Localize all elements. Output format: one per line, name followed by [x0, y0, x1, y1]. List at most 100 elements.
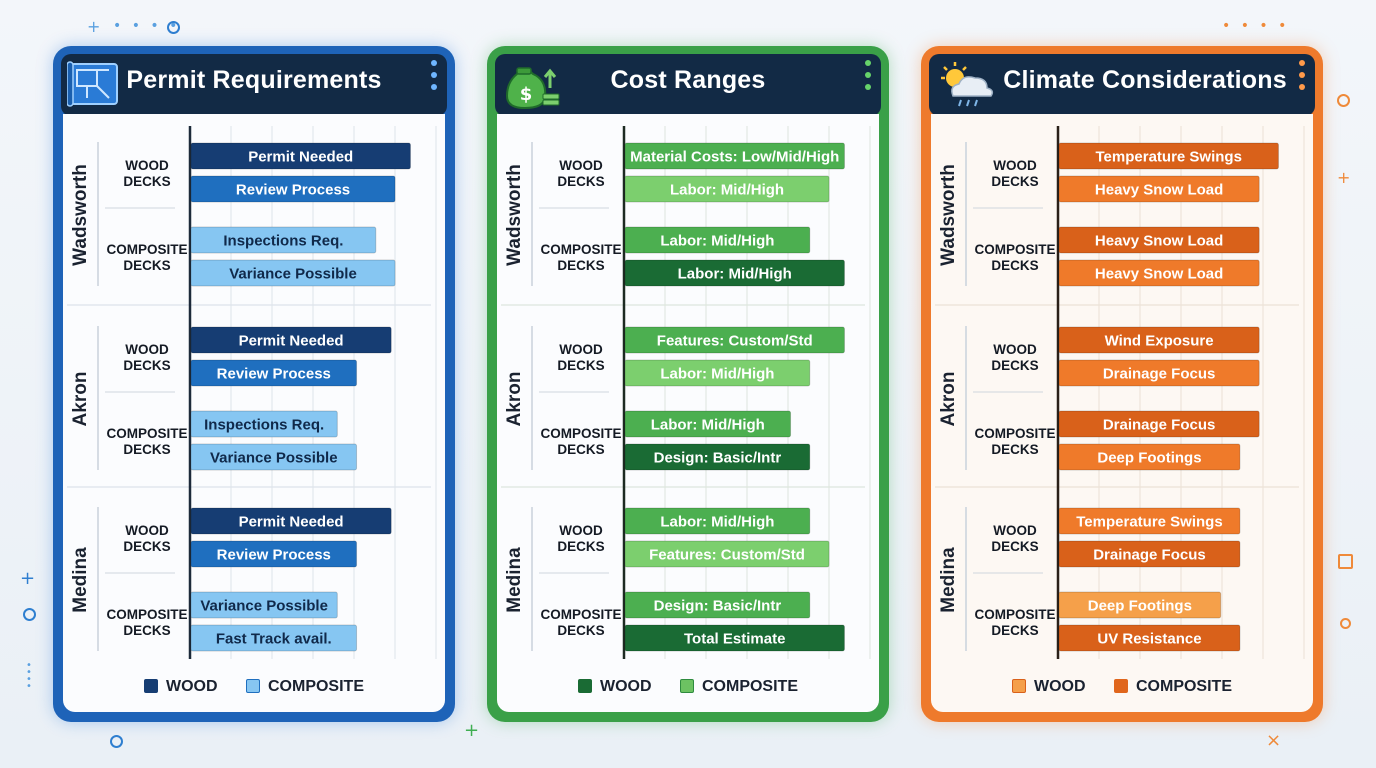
bar[interactable] — [624, 259, 845, 287]
legend-item-composite: COMPOSITE — [679, 678, 798, 696]
bar[interactable] — [624, 226, 811, 254]
bar[interactable] — [190, 624, 358, 652]
panel-menu-dots-icon[interactable] — [431, 60, 439, 96]
bar[interactable] — [1058, 326, 1260, 354]
bar[interactable] — [1058, 259, 1260, 287]
bar-label: Heavy Snow Load — [1095, 266, 1223, 283]
decor-circle-icon — [167, 21, 180, 34]
bar[interactable] — [1058, 359, 1260, 387]
bar-label: Permit Needed — [239, 514, 344, 531]
panel-header: Climate Considerations — [921, 46, 1323, 126]
bar[interactable] — [190, 507, 392, 535]
legend-label: WOOD — [165, 678, 218, 695]
bar[interactable] — [190, 326, 392, 354]
subgroup-label: DECKS — [557, 174, 604, 189]
bar[interactable] — [624, 359, 811, 387]
bar[interactable] — [190, 359, 358, 387]
bar-label: Labor: Mid/High — [660, 366, 774, 383]
bar[interactable] — [1058, 142, 1279, 170]
bar[interactable] — [190, 259, 396, 287]
panel-menu-dots-icon[interactable] — [865, 60, 873, 96]
legend-label: WOOD — [599, 678, 652, 695]
bar[interactable] — [190, 175, 396, 203]
subgroup-label: WOOD — [125, 158, 169, 173]
chart-legend: WOOD COMPOSITE — [921, 678, 1323, 696]
subgroup-label: DECKS — [991, 623, 1038, 638]
subgroup-label: WOOD — [125, 342, 169, 357]
decor-circle-icon — [110, 735, 123, 748]
bar[interactable] — [624, 175, 830, 203]
bar[interactable] — [624, 410, 792, 438]
subgroup-label: DECKS — [557, 539, 604, 554]
group-label: Akron — [70, 372, 91, 427]
bar-label: Variance Possible — [200, 598, 328, 615]
legend-swatch-wood — [143, 679, 158, 693]
bar-label: Labor: Mid/High — [651, 417, 765, 434]
bar[interactable] — [190, 591, 338, 619]
subgroup-label: DECKS — [123, 623, 170, 638]
bar-label: Deep Footings — [1088, 598, 1192, 615]
legend-item-wood: WOOD — [577, 678, 652, 696]
panel-menu-dots-icon[interactable] — [1299, 60, 1307, 96]
bar-label: Material Costs: Low/Mid/High — [630, 149, 839, 166]
subgroup-label: DECKS — [557, 258, 604, 273]
bar-label: Heavy Snow Load — [1095, 182, 1223, 199]
bar[interactable] — [1058, 591, 1222, 619]
bar[interactable] — [624, 624, 845, 652]
bar[interactable] — [1058, 410, 1260, 438]
bar-label: Features: Custom/Std — [657, 333, 813, 350]
bar[interactable] — [624, 540, 830, 568]
group-label: Akron — [504, 372, 525, 427]
decor-plus-icon: + — [464, 720, 480, 741]
legend-item-wood: WOOD — [143, 678, 218, 696]
group-label: Wadsworth — [70, 164, 91, 266]
subgroup-label: WOOD — [559, 158, 603, 173]
bar[interactable] — [624, 507, 811, 535]
bar[interactable] — [624, 591, 811, 619]
bar-label: Inspections Req. — [204, 417, 324, 434]
bar[interactable] — [1058, 175, 1260, 203]
legend-swatch-composite — [245, 679, 260, 693]
legend-swatch-composite — [1113, 679, 1128, 693]
decor-circle-icon — [1337, 94, 1350, 107]
bar[interactable] — [1058, 443, 1241, 471]
subgroup-label: COMPOSITE — [540, 426, 621, 441]
legend-item-composite: COMPOSITE — [245, 678, 364, 696]
bar[interactable] — [1058, 226, 1260, 254]
subgroup-label: DECKS — [123, 539, 170, 554]
subgroup-label: WOOD — [993, 158, 1037, 173]
climate-considerations-panel: Climate Considerations Wadsworth WOOD DECK… — [921, 46, 1323, 722]
group-label: Wadsworth — [938, 164, 959, 266]
bar[interactable] — [624, 443, 811, 471]
bar[interactable] — [1058, 624, 1241, 652]
subgroup-label: DECKS — [991, 258, 1038, 273]
legend-label: COMPOSITE — [267, 678, 364, 695]
panel-header-bar — [61, 54, 447, 116]
subgroup-label: DECKS — [123, 174, 170, 189]
subgroup-label: DECKS — [123, 258, 170, 273]
bar[interactable] — [190, 540, 358, 568]
bar-label: Drainage Focus — [1103, 366, 1216, 383]
chart-legend: WOOD COMPOSITE — [487, 678, 889, 696]
bar[interactable] — [1058, 507, 1241, 535]
subgroup-label: WOOD — [125, 523, 169, 538]
bar[interactable] — [190, 410, 338, 438]
bar[interactable] — [190, 142, 411, 170]
subgroup-label: COMPOSITE — [106, 242, 187, 257]
bar-label: Permit Needed — [248, 149, 353, 166]
bar-label: Review Process — [217, 366, 331, 383]
panel-header-bar — [495, 54, 881, 116]
bar[interactable] — [190, 443, 358, 471]
bar-label: Review Process — [217, 547, 331, 564]
bar[interactable] — [624, 142, 845, 170]
bar[interactable] — [1058, 540, 1241, 568]
decor-dots: • • • • — [113, 18, 181, 34]
bar-label: Review Process — [236, 182, 350, 199]
group-label: Akron — [938, 372, 959, 427]
bar[interactable] — [190, 226, 377, 254]
bar[interactable] — [624, 326, 845, 354]
